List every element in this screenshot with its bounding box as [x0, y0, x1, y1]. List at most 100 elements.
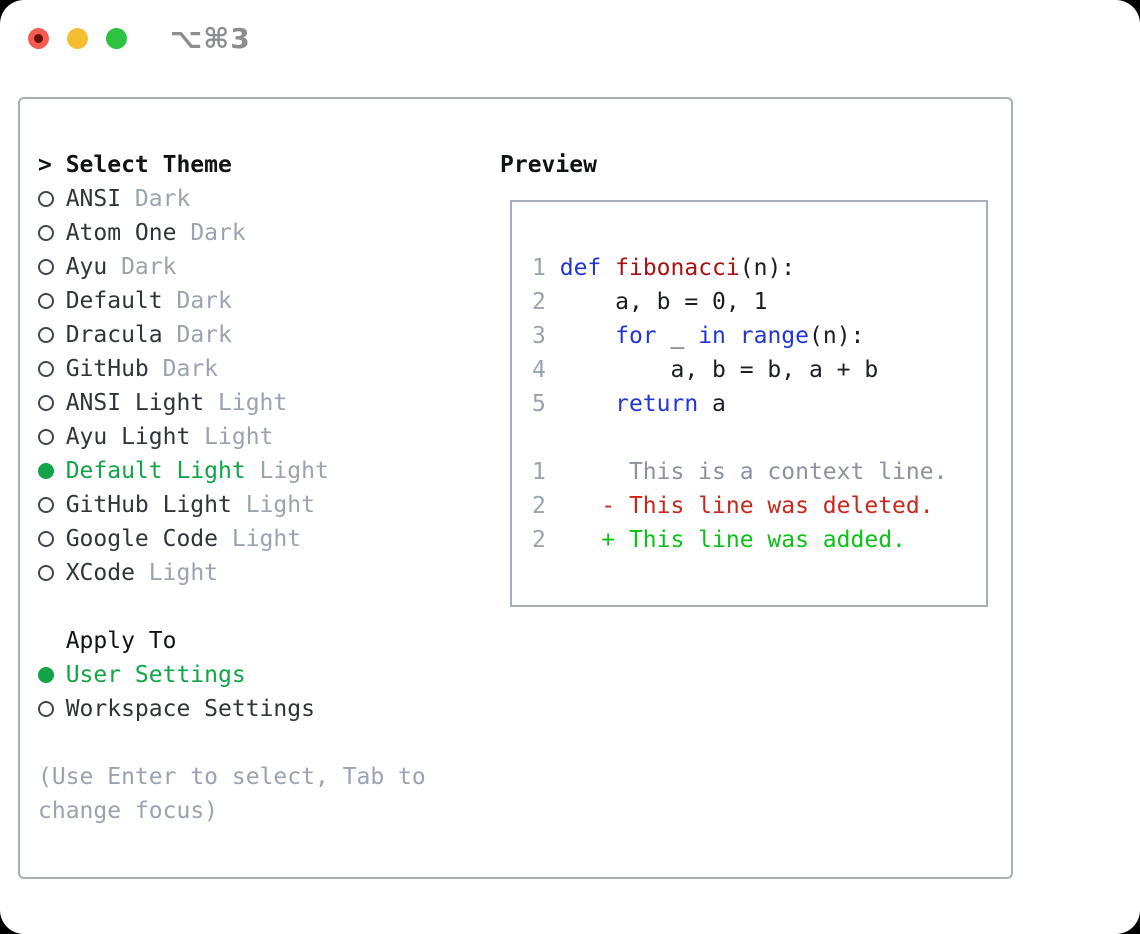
radio-slot	[38, 293, 66, 309]
line-number: 1	[532, 459, 546, 485]
theme-name: ANSI	[65, 186, 122, 212]
diff-deleted-line: 2 - This line was deleted.	[532, 489, 986, 523]
theme-option[interactable]: Atom One Dark	[38, 216, 426, 250]
diff-context-line: 1 This is a context line.	[532, 455, 986, 489]
code-token: a	[698, 391, 726, 417]
theme-option[interactable]: XCode Light	[38, 556, 426, 590]
theme-variant: Dark	[148, 356, 219, 382]
radio-slot	[38, 531, 66, 547]
theme-option[interactable]: ANSI Dark	[38, 182, 426, 216]
radio-icon	[38, 259, 54, 275]
diff-added-line: 2 + This line was added.	[532, 523, 986, 557]
radio-slot	[38, 259, 66, 275]
radio-slot	[38, 191, 66, 207]
code-token: fibonacci	[615, 255, 740, 281]
help-text: (Use Enter to select, Tab to change focu…	[38, 760, 426, 828]
theme-variant: Light	[245, 458, 329, 484]
line-number: 2	[532, 527, 546, 553]
theme-name: GitHub Light	[65, 492, 232, 518]
code-token: in	[698, 323, 726, 349]
code-line: 4 a, b = b, a + b	[532, 353, 986, 387]
theme-variant: Dark	[176, 220, 246, 246]
blank-line	[532, 421, 986, 455]
theme-name: Ayu Light	[65, 424, 191, 450]
radio-slot	[38, 463, 66, 479]
theme-option[interactable]: GitHub Light Light	[38, 488, 426, 522]
radio-icon	[38, 497, 54, 513]
radio-icon	[38, 225, 54, 241]
window-shortcut-label: ⌥⌘3	[170, 22, 251, 55]
apply-to-header: Apply To	[38, 624, 426, 658]
line-number: 5	[532, 391, 546, 417]
theme-option[interactable]: GitHub Dark	[38, 352, 426, 386]
theme-name: GitHub	[65, 356, 149, 382]
apply-option[interactable]: Workspace Settings	[38, 692, 426, 726]
code-token: a, b = 0, 1	[545, 289, 768, 315]
radio-slot	[38, 701, 66, 717]
line-number: 1	[532, 255, 546, 281]
theme-name: Atom One	[65, 220, 177, 246]
radio-slot	[38, 565, 66, 581]
theme-name: XCode	[65, 560, 135, 586]
radio-icon	[38, 565, 54, 581]
code-token: (n):	[809, 323, 865, 349]
select-theme-title: Select Theme	[65, 152, 232, 178]
help-line: (Use Enter to select, Tab to	[38, 764, 426, 790]
theme-variant: Dark	[121, 186, 191, 212]
radio-icon	[38, 191, 54, 207]
radio-selected-icon	[38, 463, 54, 479]
help-line: change focus)	[38, 798, 219, 824]
preview-column: Preview 1 def fibonacci(n):2 a, b = 0, 1…	[500, 148, 988, 607]
apply-option[interactable]: User Settings	[38, 658, 426, 692]
code-token	[546, 255, 560, 281]
code-token	[726, 323, 740, 349]
theme-option[interactable]: Dracula Dark	[38, 318, 426, 352]
radio-slot	[38, 225, 66, 241]
code-token: This is a context line.	[545, 459, 948, 485]
code-token	[546, 391, 615, 417]
theme-option[interactable]: Google Code Light	[38, 522, 426, 556]
theme-option[interactable]: Default Dark	[38, 284, 426, 318]
theme-option[interactable]: Default Light Light	[38, 454, 426, 488]
window-zoom-button[interactable]	[106, 28, 127, 49]
line-number: 3	[532, 323, 546, 349]
code-token: _	[656, 323, 699, 349]
cursor-icon: >	[38, 152, 52, 178]
window-close-button[interactable]	[28, 28, 49, 49]
radio-slot	[38, 361, 66, 377]
theme-option[interactable]: ANSI Light Light	[38, 386, 426, 420]
apply-option-label: User Settings	[65, 662, 246, 688]
radio-icon	[38, 361, 54, 377]
theme-name: ANSI Light	[65, 390, 205, 416]
line-number: 2	[532, 289, 546, 315]
radio-icon	[38, 293, 54, 309]
theme-variant: Light	[218, 526, 302, 552]
theme-variant: Dark	[162, 288, 232, 314]
preview-header: Preview	[500, 152, 597, 178]
theme-name: Default	[65, 288, 163, 314]
radio-icon	[38, 327, 54, 343]
theme-name: Dracula	[65, 322, 163, 348]
radio-slot	[38, 395, 66, 411]
select-theme-header: > Select Theme	[38, 148, 426, 182]
line-number: 2	[532, 493, 546, 519]
theme-option[interactable]: Ayu Light Light	[38, 420, 426, 454]
radio-slot	[38, 497, 66, 513]
radio-icon	[38, 701, 54, 717]
radio-icon	[38, 429, 54, 445]
line-number: 4	[532, 357, 546, 383]
radio-slot	[38, 327, 66, 343]
code-line: 3 for _ in range(n):	[532, 319, 986, 353]
code-token	[546, 323, 615, 349]
theme-option[interactable]: Ayu Dark	[38, 250, 426, 284]
code-token: return	[615, 391, 699, 417]
spacer	[38, 726, 426, 760]
window-minimize-button[interactable]	[67, 28, 88, 49]
radio-slot	[38, 429, 66, 445]
